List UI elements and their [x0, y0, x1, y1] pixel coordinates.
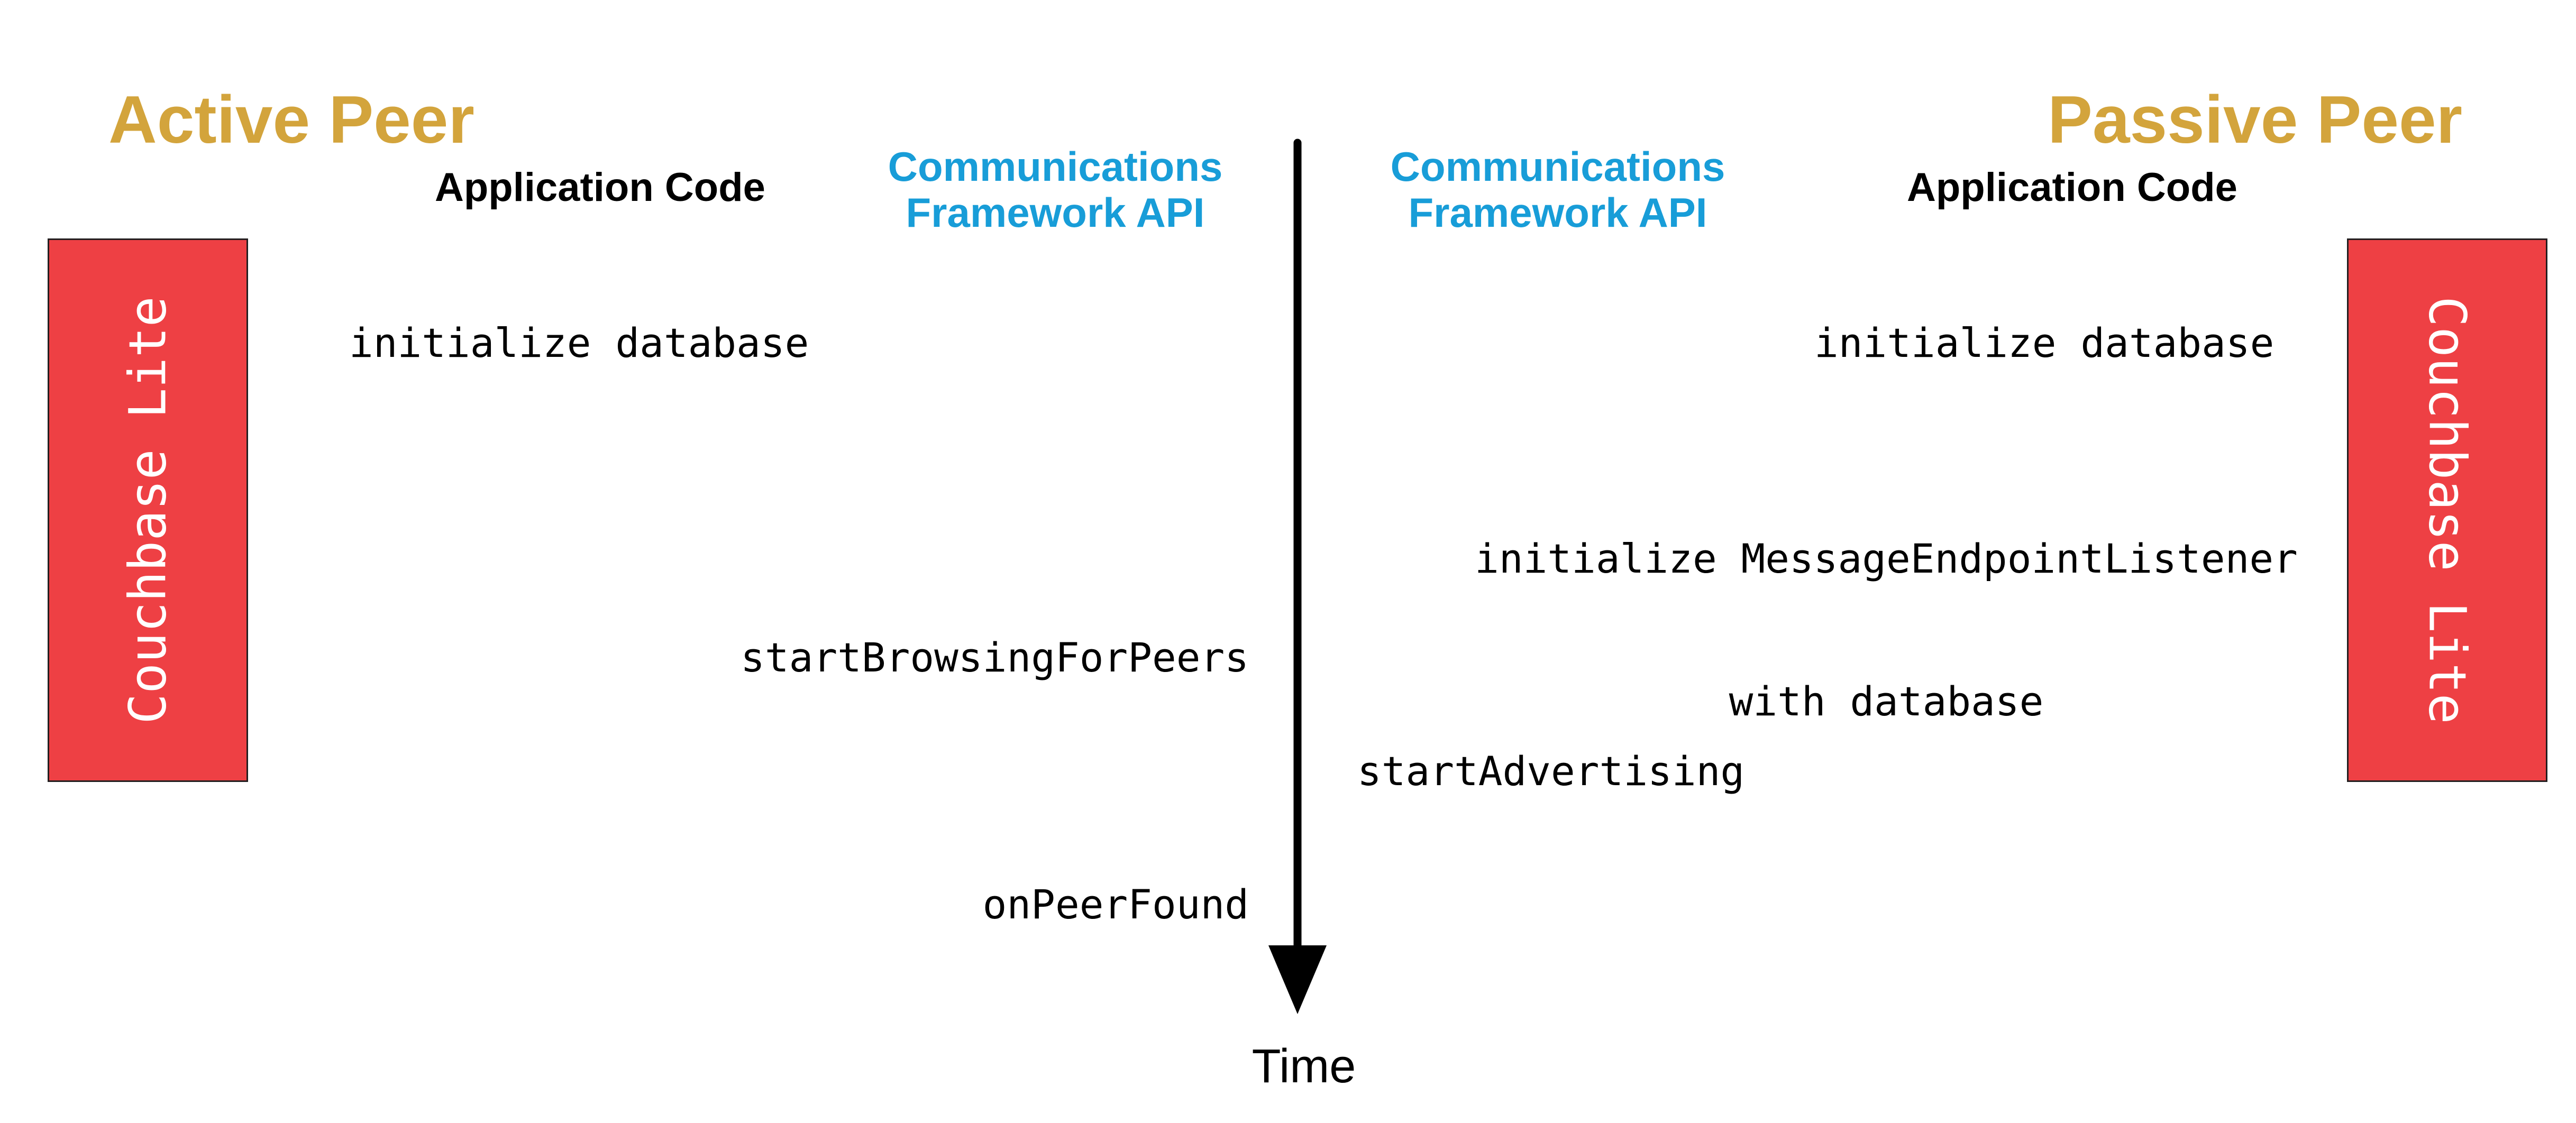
communications-framework-header-right: Communications Framework API: [1346, 144, 1769, 236]
framework-header-right-line2: Framework API: [1408, 189, 1707, 236]
message-initialize-database-right: initialize database: [1814, 319, 2274, 366]
framework-header-left-line2: Framework API: [906, 189, 1205, 236]
message-initialize-listener-line1: initialize MessageEndpointListener: [1475, 535, 2298, 582]
message-start-browsing-for-peers: startBrowsingForPeers: [741, 634, 1249, 681]
passive-peer-title: Passive Peer: [2048, 82, 2462, 158]
application-code-header-left: Application Code: [435, 165, 765, 210]
couchbase-lite-box-right: Couchbase Lite: [2347, 238, 2547, 782]
framework-header-left-line1: Communications: [888, 143, 1223, 190]
time-arrow-head-icon: [1268, 945, 1327, 1014]
message-initialize-listener-line2: with database: [1729, 678, 2044, 725]
application-code-header-right: Application Code: [1907, 165, 2237, 210]
time-axis-label: Time: [1252, 1040, 1356, 1093]
framework-header-right-line1: Communications: [1390, 143, 1725, 190]
message-on-peer-found: onPeerFound: [982, 881, 1249, 928]
couchbase-lite-label-right: Couchbase Lite: [2417, 296, 2477, 724]
communications-framework-header-left: Communications Framework API: [844, 144, 1267, 236]
couchbase-lite-box-left: Couchbase Lite: [48, 238, 248, 782]
active-peer-title: Active Peer: [108, 82, 474, 158]
message-initialize-database-left: initialize database: [349, 319, 809, 366]
message-start-advertising: startAdvertising: [1357, 748, 1745, 795]
couchbase-lite-label-left: Couchbase Lite: [118, 296, 178, 724]
message-initialize-listener: initialize MessageEndpointListener with …: [1463, 440, 2309, 821]
